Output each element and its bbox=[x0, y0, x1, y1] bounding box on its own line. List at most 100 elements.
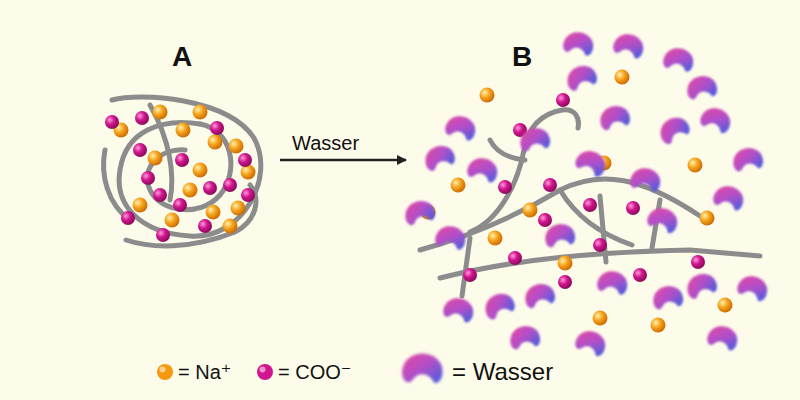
water-molecule bbox=[735, 272, 771, 303]
sodium-ion bbox=[700, 211, 715, 226]
carboxylate-group bbox=[141, 171, 155, 185]
sodium-ion bbox=[165, 213, 180, 228]
water-molecule bbox=[683, 270, 719, 301]
water-molecule bbox=[434, 224, 467, 251]
water-molecule bbox=[662, 46, 695, 73]
water-molecule bbox=[562, 30, 595, 57]
arrow-label: Wasser bbox=[292, 132, 359, 154]
sodium-ion bbox=[231, 201, 246, 216]
carboxylate-group bbox=[691, 255, 705, 269]
carboxylate-group bbox=[626, 201, 640, 215]
legend-swatches bbox=[157, 354, 443, 383]
water-molecule bbox=[645, 204, 681, 235]
part-label: B bbox=[512, 42, 532, 73]
legend-text: = COO⁻ bbox=[278, 361, 351, 383]
sodium-ion bbox=[208, 135, 223, 150]
carboxylate-group bbox=[210, 121, 224, 135]
legend-text: = Na⁺ bbox=[178, 361, 231, 383]
water-molecule bbox=[596, 269, 629, 296]
ion-particles bbox=[105, 70, 733, 333]
legend-swatch bbox=[402, 354, 443, 383]
carboxylate-group bbox=[241, 188, 255, 202]
water-molecule bbox=[706, 323, 741, 352]
water-molecule bbox=[522, 281, 557, 310]
water-molecule bbox=[597, 103, 632, 132]
carboxylate-group bbox=[593, 238, 607, 252]
swatch-highlight bbox=[260, 367, 266, 373]
carboxylate-group bbox=[238, 153, 252, 167]
carboxylate-group bbox=[121, 211, 135, 225]
sodium-ion bbox=[229, 139, 244, 154]
carboxylate-group bbox=[153, 188, 167, 202]
sodium-ion bbox=[480, 88, 495, 103]
water-molecule bbox=[444, 113, 479, 142]
carboxylate-group bbox=[105, 115, 119, 129]
carboxylate-group bbox=[156, 228, 170, 242]
water-molecule bbox=[466, 155, 501, 184]
sodium-ion bbox=[558, 256, 573, 271]
water-molecule bbox=[573, 327, 609, 358]
water-molecule bbox=[685, 74, 718, 101]
water-molecule bbox=[655, 113, 692, 147]
carboxylate-group bbox=[498, 180, 512, 194]
sodium-ion bbox=[176, 123, 191, 138]
carboxylate-group bbox=[508, 251, 522, 265]
water-molecule bbox=[731, 146, 764, 173]
legend-swatch bbox=[157, 364, 173, 380]
sodium-ion bbox=[206, 205, 221, 220]
sodium-ion bbox=[523, 203, 538, 218]
polymer-network bbox=[420, 110, 760, 296]
carboxylate-group bbox=[463, 268, 477, 282]
sodium-ion bbox=[241, 165, 256, 180]
water-molecule bbox=[442, 295, 477, 324]
sodium-ion bbox=[133, 198, 148, 213]
part-label: A bbox=[172, 42, 192, 73]
carboxylate-group bbox=[543, 178, 557, 192]
sodium-ion bbox=[193, 105, 208, 120]
carboxylate-group bbox=[538, 213, 552, 227]
water-molecule bbox=[543, 222, 576, 249]
reaction-arrow bbox=[280, 159, 406, 162]
legend-swatch bbox=[257, 364, 273, 380]
water-molecule bbox=[508, 324, 541, 351]
water-molecule bbox=[629, 166, 662, 193]
carboxylate-group bbox=[558, 275, 572, 289]
carboxylate-group bbox=[198, 219, 212, 233]
sodium-ion bbox=[718, 298, 733, 313]
carboxylate-group bbox=[203, 181, 217, 195]
polymer-coil bbox=[104, 97, 261, 246]
carboxylate-group bbox=[223, 178, 237, 192]
sodium-ion bbox=[193, 163, 208, 178]
sodium-ion bbox=[615, 70, 630, 85]
water-molecule bbox=[518, 126, 551, 153]
carboxylate-group bbox=[556, 93, 570, 107]
water-molecule bbox=[651, 284, 684, 311]
sodium-ion bbox=[451, 178, 466, 193]
swatch-highlight bbox=[160, 367, 166, 373]
legend-text: = Wasser bbox=[452, 359, 553, 385]
water-molecule bbox=[573, 146, 609, 178]
sodium-ion bbox=[488, 231, 503, 246]
sodium-ion bbox=[153, 105, 168, 120]
sodium-ion bbox=[223, 219, 238, 234]
water-molecule bbox=[712, 183, 747, 212]
water-molecule bbox=[481, 289, 517, 321]
carboxylate-group bbox=[583, 198, 597, 212]
sodium-ion bbox=[688, 158, 703, 173]
carboxylate-group bbox=[133, 143, 147, 157]
water-molecules bbox=[402, 30, 771, 358]
water-molecule bbox=[612, 31, 647, 60]
water-molecule bbox=[402, 198, 437, 227]
water-molecule bbox=[563, 62, 599, 93]
sodium-ion bbox=[593, 311, 608, 326]
carboxylate-group bbox=[633, 268, 647, 282]
water-molecule bbox=[698, 104, 734, 135]
carboxylate-group bbox=[173, 198, 187, 212]
water-molecule bbox=[421, 142, 457, 173]
sodium-ion bbox=[148, 151, 163, 166]
sodium-ion bbox=[651, 318, 666, 333]
carboxylate-group bbox=[135, 111, 149, 125]
carboxylate-group bbox=[175, 153, 189, 167]
sodium-ion bbox=[183, 183, 198, 198]
